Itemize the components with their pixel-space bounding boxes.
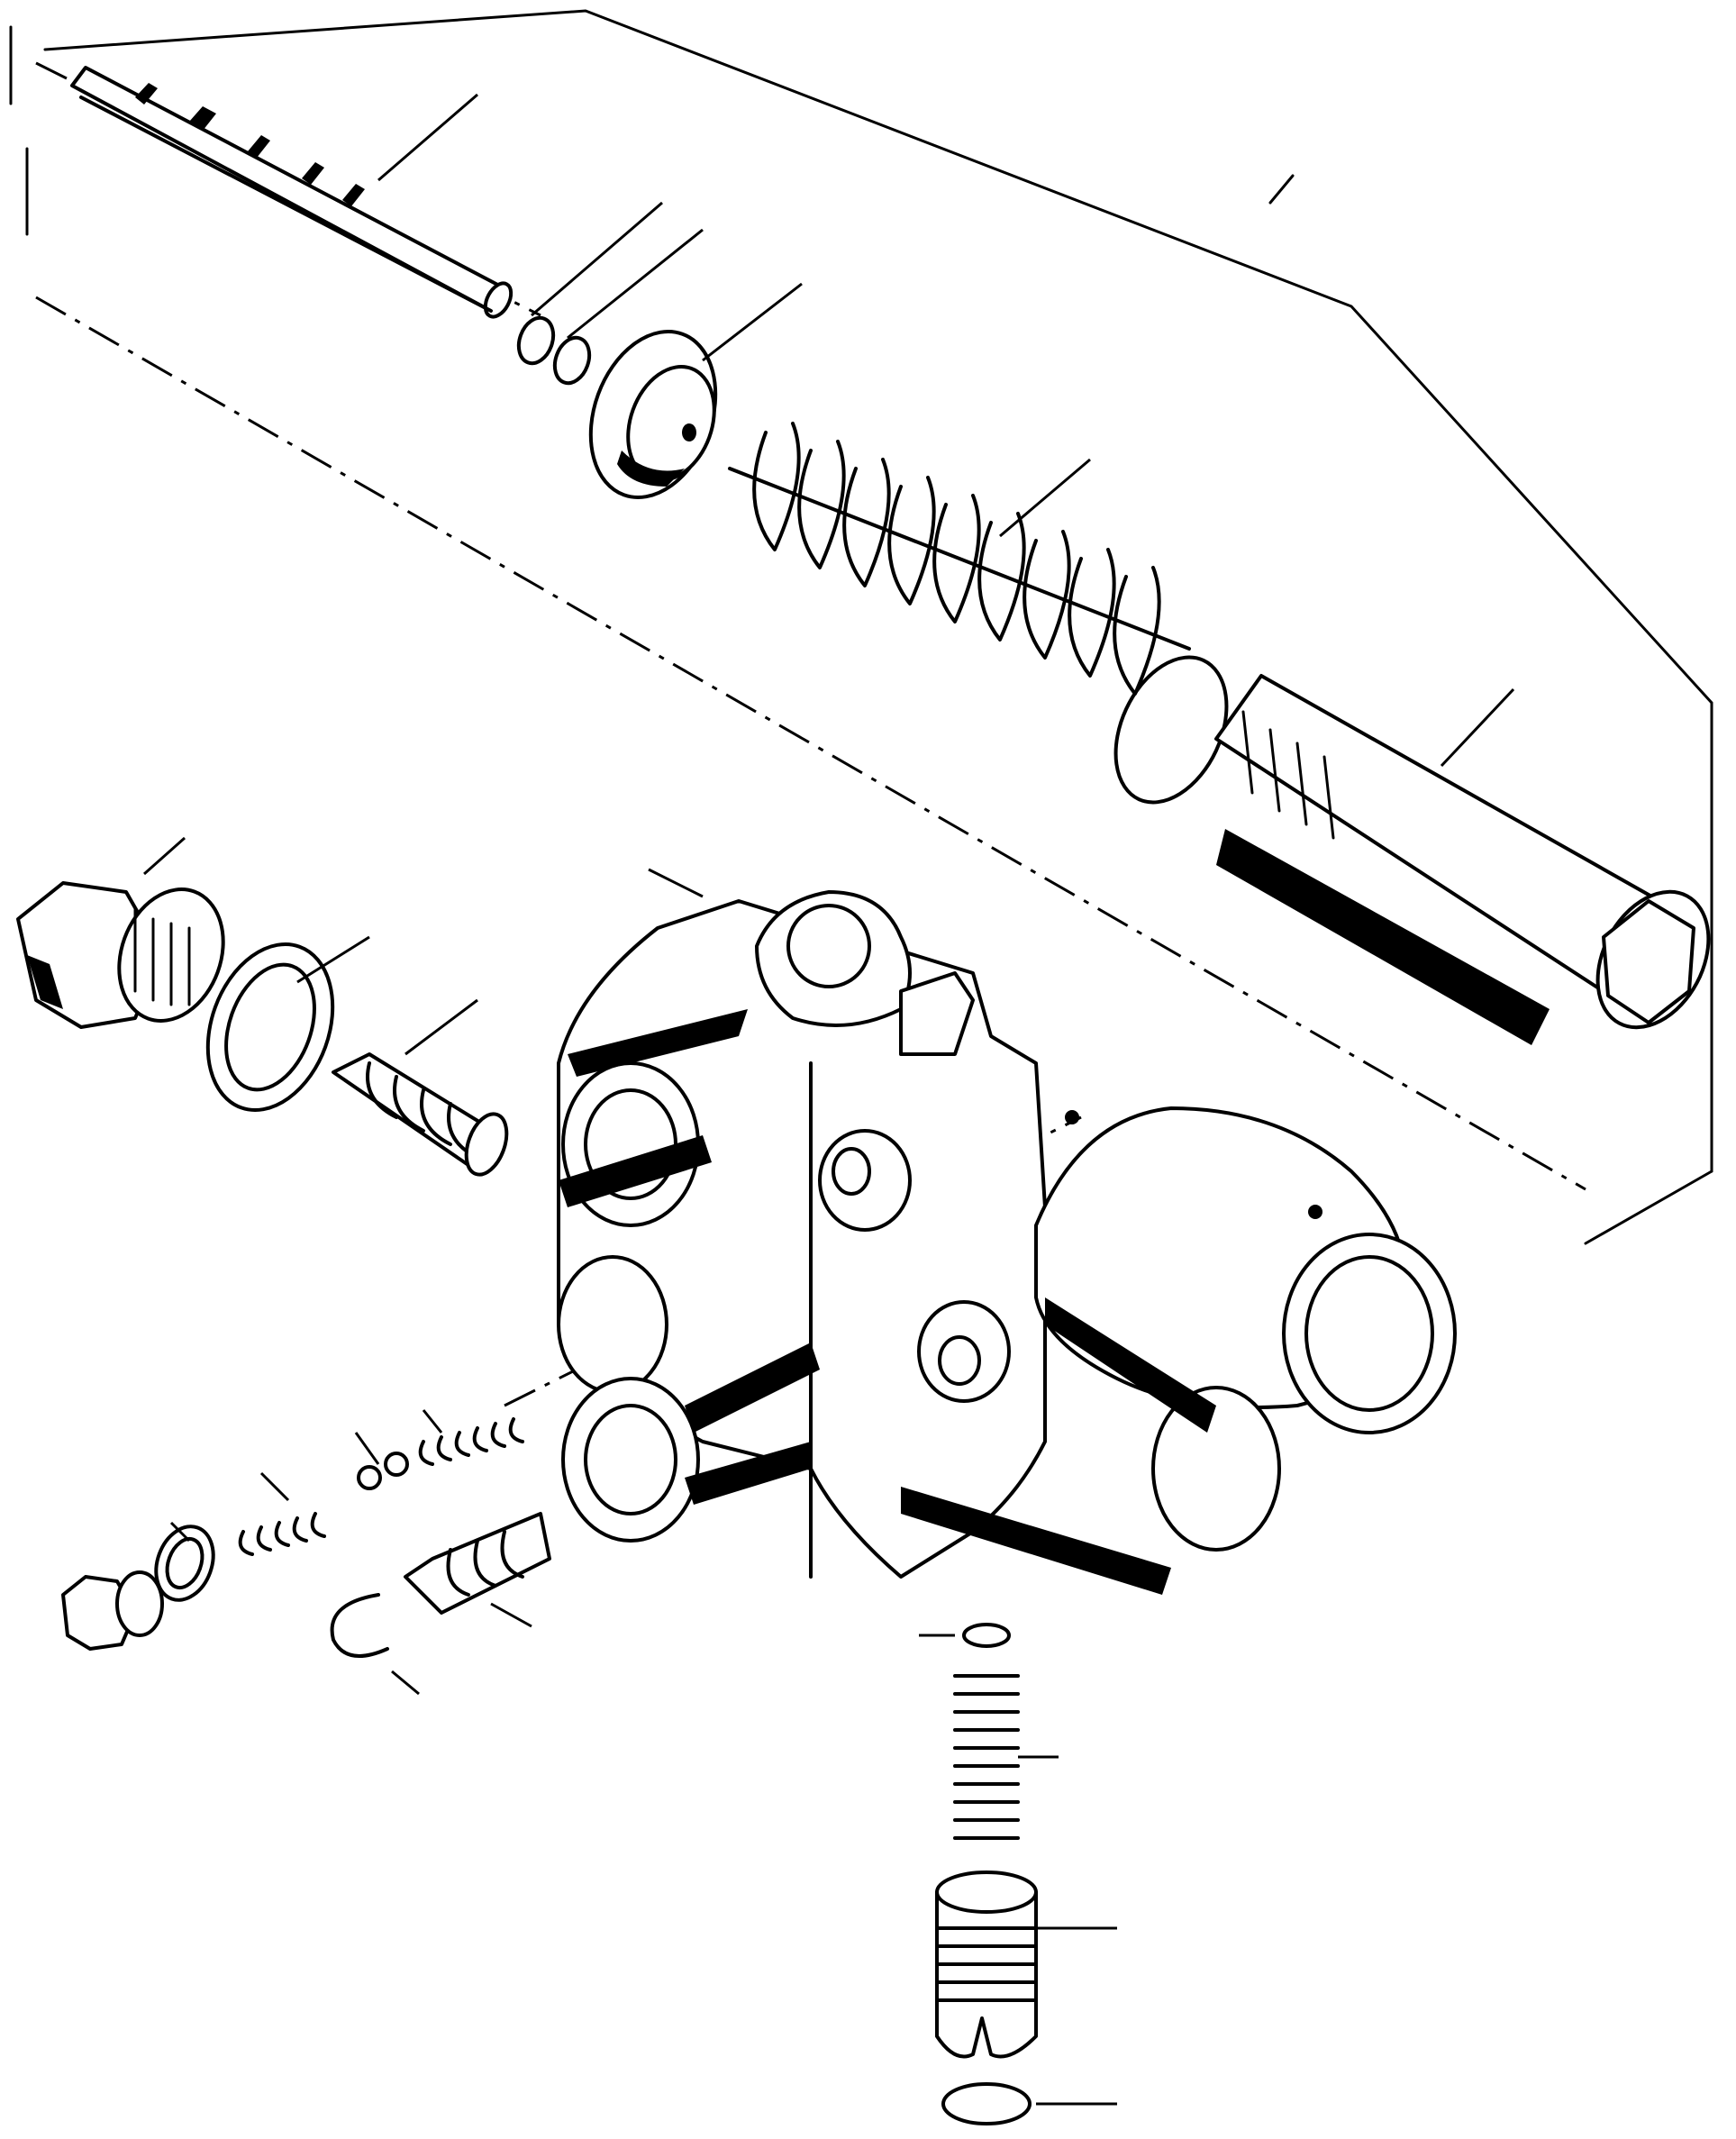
o-ring-2: [552, 335, 592, 386]
hex-plug: [16, 881, 225, 1029]
relief-poppet: [330, 1512, 551, 1658]
poppet-spring: [332, 1052, 509, 1177]
sealing-washer-inner: [224, 962, 316, 1092]
valve-body: [557, 890, 1457, 1595]
bottom-stack: [935, 1623, 1038, 2125]
spring-seat: [588, 330, 718, 499]
leader-lines: [143, 93, 1515, 2106]
assembly-bracket: [9, 9, 1713, 1245]
check-spring-small: [238, 1417, 524, 1556]
main-spring: [728, 422, 1229, 805]
small-plug: [61, 1525, 215, 1651]
spool: [70, 66, 514, 319]
o-ring-1: [516, 315, 556, 366]
adjuster-plug: [1214, 674, 1711, 1045]
